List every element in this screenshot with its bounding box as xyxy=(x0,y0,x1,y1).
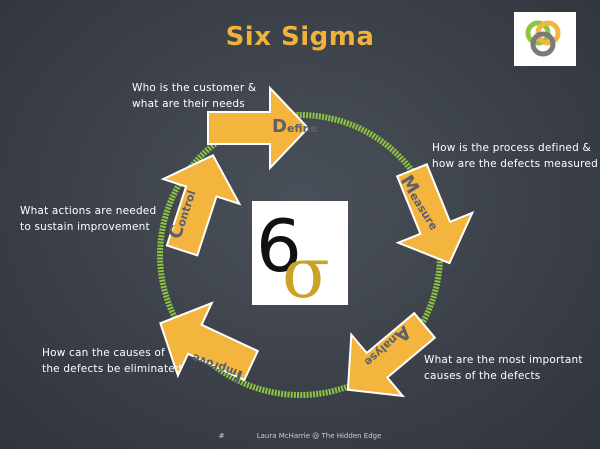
footer-credit: Laura McHarrie @ The Hidden Edge xyxy=(256,432,382,440)
six-digit: 6 xyxy=(256,204,302,288)
logo xyxy=(514,12,576,66)
analyse-question-line-1: What are the most important xyxy=(424,354,583,366)
define-label: Define xyxy=(272,116,318,137)
measure-question-line-1: How is the process defined & xyxy=(432,142,591,154)
slide-number: # xyxy=(218,432,225,440)
analyse-question-line-2: causes of the defects xyxy=(424,370,541,382)
improve-question-line-1: How can the causes of xyxy=(42,347,165,359)
six-sigma-symbol: 6 σ xyxy=(252,201,348,305)
control-question-line-2: to sustain improvement xyxy=(20,221,150,233)
define-arrow xyxy=(207,85,310,171)
measure-question: How is the process defined & how are the… xyxy=(432,140,598,172)
define-question-line-1: Who is the customer & xyxy=(132,82,257,94)
linked-rings-logo-icon xyxy=(525,20,561,57)
control-arrow xyxy=(160,154,242,257)
improve-question: How can the causes of the defects be eli… xyxy=(42,345,182,377)
define-question: Who is the customer & what are their nee… xyxy=(132,80,256,112)
measure-question-line-2: how are the defects measured xyxy=(432,158,598,170)
slide-title: Six Sigma xyxy=(225,22,375,52)
improve-arrow xyxy=(159,301,260,382)
improve-question-line-2: the defects be eliminated xyxy=(42,363,182,375)
slide-footer: # Laura McHarrie @ The Hidden Edge xyxy=(0,432,600,440)
define-question-line-2: what are their needs xyxy=(132,98,245,110)
measure-arrow xyxy=(395,163,475,265)
analyse-arrow xyxy=(346,311,437,398)
control-question: What actions are needed to sustain impro… xyxy=(20,203,156,235)
sigma-letter: σ xyxy=(282,232,330,305)
control-question-line-1: What actions are needed xyxy=(20,205,157,217)
analyse-question: What are the most important causes of th… xyxy=(424,352,583,384)
